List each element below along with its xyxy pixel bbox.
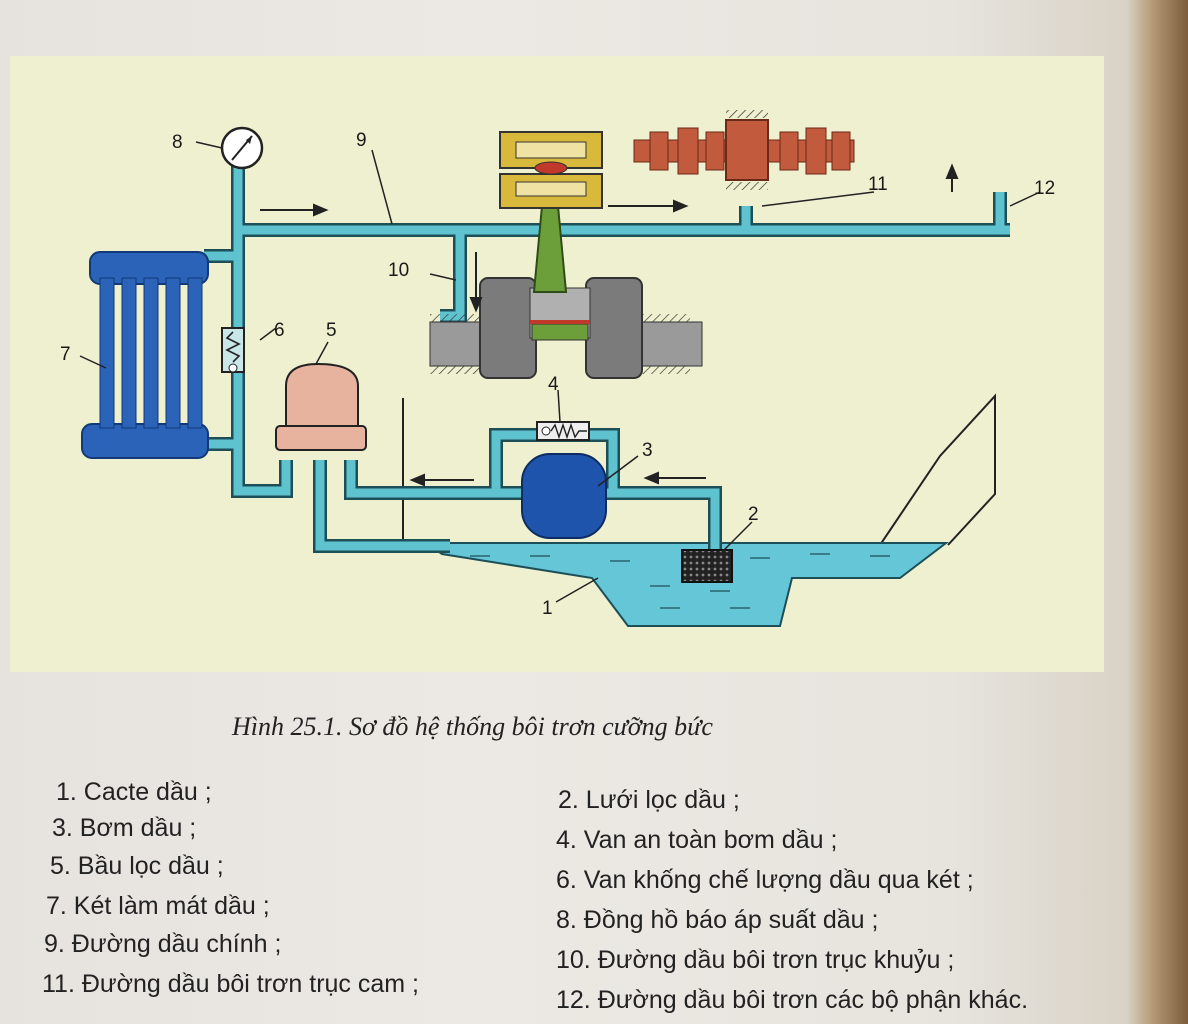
oil-pressure-gauge (220, 126, 264, 170)
label-2: 2 (748, 504, 759, 525)
label-6: 6 (274, 320, 285, 341)
legend-item-1: 1. Cacte dầu ; (56, 778, 212, 806)
legend-item-4: 4. Van an toàn bơm dầu ; (556, 826, 838, 854)
label-7: 7 (60, 344, 71, 365)
lubrication-system-diagram: 1 2 3 4 5 6 7 8 9 10 11 12 (60, 110, 1055, 627)
legend-item-5: 5. Bầu lọc dầu ; (50, 852, 224, 880)
flow-arrows (260, 163, 959, 487)
piston-and-rod (499, 131, 603, 293)
legend-item-2: 2. Lưới lọc dầu ; (558, 786, 740, 814)
figure-panel: 1 2 3 4 5 6 7 8 9 10 11 12 (10, 56, 1104, 672)
crankshaft (429, 277, 703, 379)
pump-relief-valve (536, 421, 590, 441)
legend-item-7: 7. Két làm mát dầu ; (46, 892, 270, 920)
legend-item-11: 11. Đường dầu bôi trơn trục cam ; (42, 970, 420, 998)
legend-item-6: 6. Van khống chế lượng dầu qua két ; (556, 866, 974, 894)
label-12: 12 (1034, 178, 1055, 199)
label-9: 9 (356, 130, 367, 151)
label-5: 5 (326, 320, 337, 341)
figure-caption: Hình 25.1. Sơ đồ hệ thống bôi trơn cưỡng… (232, 712, 713, 741)
oil-cooler-radiator (81, 251, 209, 459)
leader-lines (79, 141, 1041, 603)
label-3: 3 (642, 440, 653, 461)
label-10: 10 (388, 260, 409, 281)
oil-sump (402, 393, 996, 627)
oil-pump (521, 453, 607, 539)
label-11: 11 (868, 174, 888, 195)
legend-item-10: 10. Đường dầu bôi trơn trục khuỷu ; (556, 946, 955, 974)
label-1: 1 (542, 598, 553, 619)
legend-item-12: 12. Đường dầu bôi trơn các bộ phận khác. (556, 986, 1029, 1014)
label-8: 8 (172, 132, 183, 153)
oil-filter (275, 362, 367, 451)
legend-item-9: 9. Đường dầu chính ; (44, 930, 282, 958)
book-spine (1128, 0, 1188, 1024)
label-4: 4 (548, 374, 559, 395)
camshaft (633, 110, 855, 190)
oil-strainer (681, 549, 733, 583)
cooler-bypass-valve (221, 327, 245, 373)
legend-item-3: 3. Bơm dầu ; (52, 814, 197, 842)
legend-item-8: 8. Đồng hồ báo áp suất dầu ; (556, 906, 879, 934)
